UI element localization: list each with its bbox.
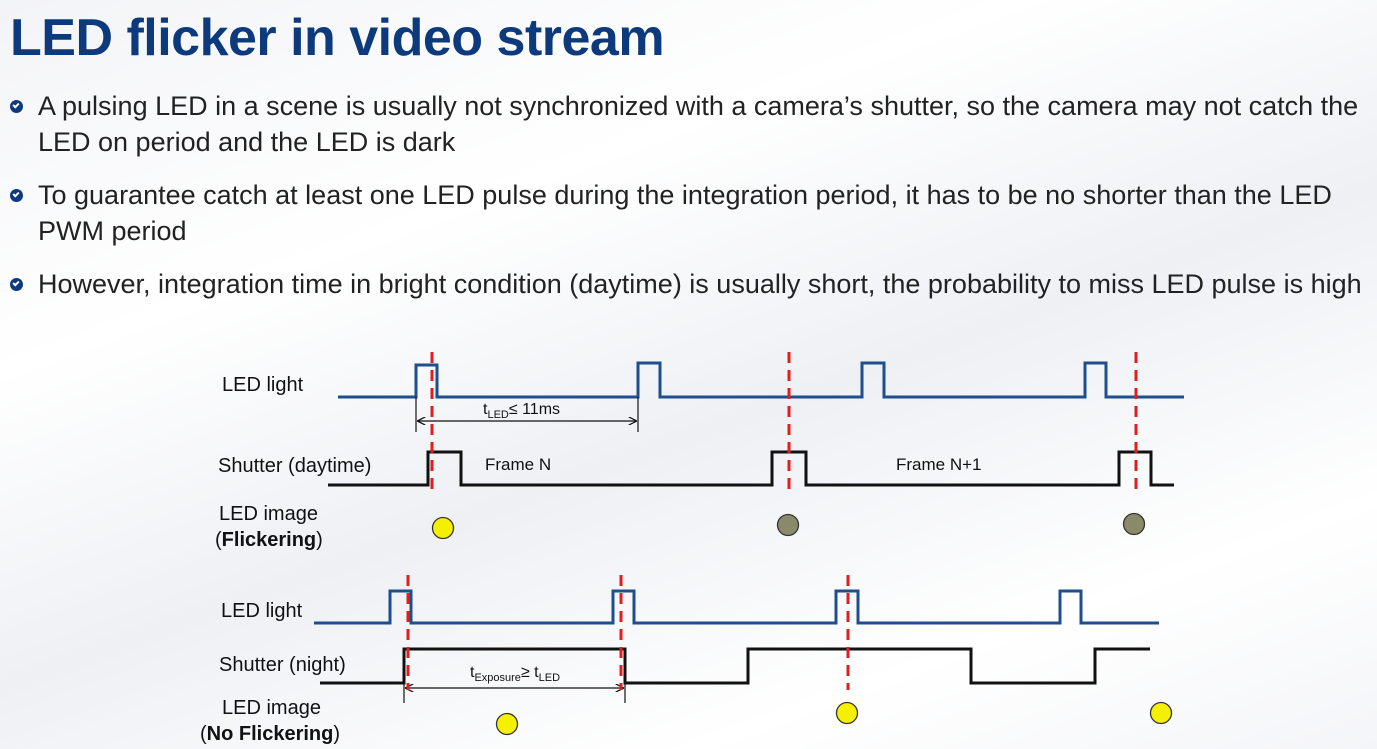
bottom-shutter-label: Shutter (night) (219, 654, 346, 676)
led-off-dot (1122, 512, 1146, 536)
bullet-check-icon (10, 100, 23, 113)
frame-n-label: Frame N (485, 455, 551, 474)
bottom-led-image-label: LED image (222, 697, 321, 719)
top-led-waveform (338, 361, 1184, 399)
top-led-image-label: LED image (219, 503, 318, 525)
bullet-item: A pulsing LED in a scene is usually not … (10, 88, 1370, 160)
top-tled-label: tLED≤ 11ms (483, 401, 560, 421)
bullet-check-icon (10, 189, 23, 202)
bottom-texp-label: tExposure≥ tLED (470, 664, 560, 684)
bullet-text: To guarantee catch at least one LED puls… (38, 180, 1332, 246)
bullet-text: However, integration time in bright cond… (38, 269, 1362, 299)
bullet-check-icon (10, 278, 23, 291)
top-shutter-waveform (328, 450, 1174, 487)
top-led-image-sublabel: (Flickering) (215, 529, 323, 551)
bullet-item: However, integration time in bright cond… (10, 266, 1370, 302)
bullet-text: A pulsing LED in a scene is usually not … (38, 91, 1359, 157)
bottom-led-light-label: LED light (221, 600, 303, 622)
bottom-shutter-waveform (320, 647, 1150, 685)
led-off-dot (776, 513, 800, 537)
led-on-dot (1149, 701, 1173, 725)
bottom-led-image-sublabel: (No Flickering) (200, 723, 340, 745)
slide-title: LED flicker in video stream (10, 9, 665, 67)
led-on-dot (835, 701, 859, 725)
top-shutter-label: Shutter (daytime) (218, 455, 371, 477)
top-led-light-label: LED light (222, 374, 304, 396)
led-on-dot (495, 712, 519, 736)
bottom-led-waveform (314, 589, 1159, 625)
bullet-item: To guarantee catch at least one LED puls… (10, 177, 1370, 249)
bullet-list: A pulsing LED in a scene is usually not … (10, 88, 1370, 319)
led-on-dot (431, 516, 455, 540)
frame-n1-label: Frame N+1 (896, 455, 982, 474)
